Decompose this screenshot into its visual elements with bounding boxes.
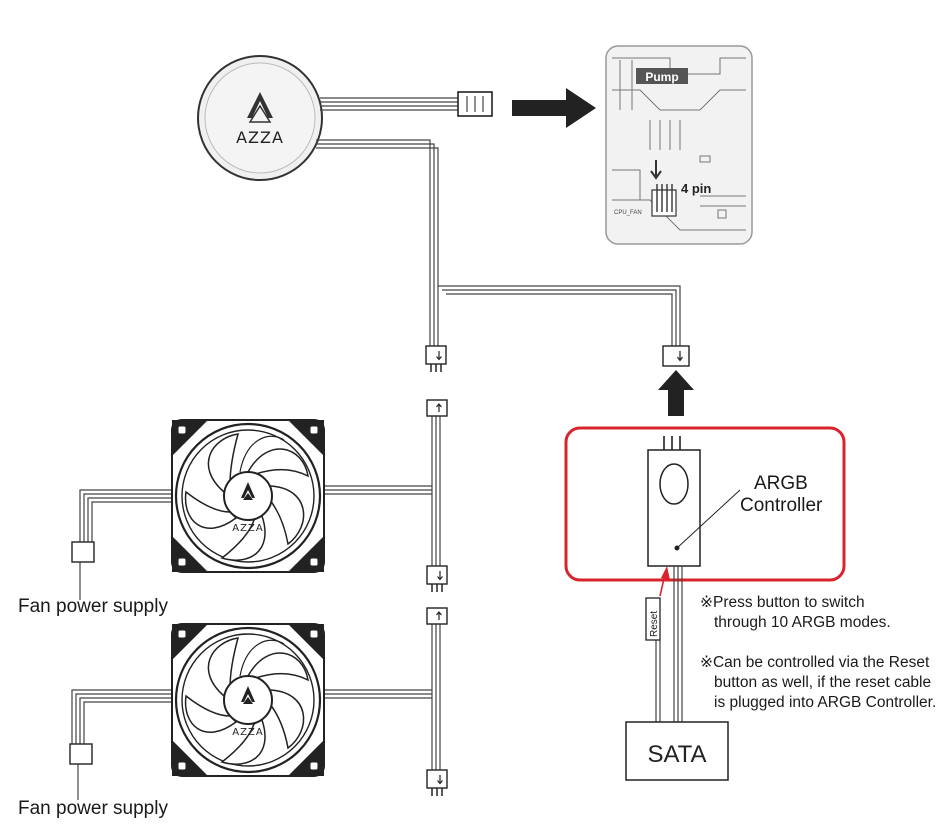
azza-logo-icon: [247, 92, 273, 123]
fan-2-power-label: Fan power supply: [18, 798, 168, 819]
controller-label-line1: ARGB: [754, 473, 808, 494]
pump-cap: AZZA: [197, 55, 323, 181]
splitter-connector-top: [426, 399, 448, 417]
controller-leader-line: [676, 489, 741, 549]
controller-label: ARGB Controller: [740, 473, 822, 517]
note-2-line3: is plugged into ARGB Controller.: [714, 694, 937, 711]
note-reset-cable: ※Can be controlled via the Reset button …: [700, 653, 936, 713]
splitter-connector-mid: [426, 565, 448, 593]
fan-1-power-connector: [71, 541, 95, 563]
argb-controller: [647, 436, 741, 567]
fan-2-power-connector: [69, 743, 93, 765]
splitter-connector-mid2: [426, 607, 448, 625]
controller-label-line2: Controller: [740, 495, 823, 516]
controller-highlight-box: [564, 426, 846, 582]
mode-button[interactable]: [659, 463, 689, 505]
note-1-line2: through 10 ARGB modes.: [714, 614, 891, 631]
fan-1: AZZA: [71, 418, 432, 600]
pump-cable: [320, 97, 458, 111]
note-2-line2: button as well, if the reset cable: [714, 674, 932, 691]
fan-2: AZZA: [69, 622, 432, 800]
argb-cable: [316, 139, 681, 346]
fan-1-brand: AZZA: [232, 523, 263, 534]
fan-1-power-label: Fan power supply: [18, 596, 168, 617]
pump-fan-connector: [457, 91, 493, 117]
sata-label: SATA: [647, 741, 706, 768]
reset-connector: Reset: [645, 597, 661, 641]
pump-brand: AZZA: [236, 128, 284, 147]
fan-splitter-cable: [431, 416, 441, 772]
fan-2-brand: AZZA: [232, 727, 263, 738]
pin-label: 4 pin: [681, 181, 711, 196]
cpu-fan-header: [651, 184, 677, 217]
sata-connector: SATA: [625, 721, 729, 781]
motherboard-inset: Pump 4 pin CPU_FAN: [605, 45, 753, 245]
note-mode-button: ※Press button to switch through 10 ARGB …: [700, 593, 891, 633]
reset-label: Reset: [649, 611, 660, 637]
arrow-right-icon: [512, 88, 596, 128]
pump-header-label: Pump: [645, 70, 678, 84]
cpu-fan-label: CPU_FAN: [614, 210, 642, 216]
red-arrow-icon: [659, 566, 670, 597]
controller-input-connector: [662, 345, 690, 367]
arrow-down-icon: [650, 160, 662, 180]
pump-argb-connector: [425, 345, 447, 373]
arrow-up-icon: [658, 370, 694, 416]
note-2-line1: ※Can be controlled via the Reset: [700, 654, 930, 671]
note-1-line1: ※Press button to switch: [700, 594, 865, 611]
controller-cables: [655, 566, 683, 722]
splitter-connector-bottom: [426, 769, 448, 797]
